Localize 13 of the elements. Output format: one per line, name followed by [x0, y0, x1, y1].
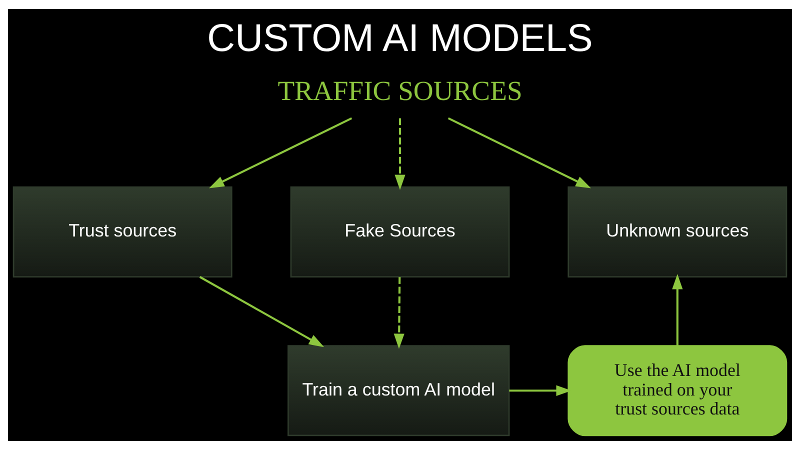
node-box: Fake Sources	[290, 186, 510, 277]
node-text: TRAFFIC SOURCES	[278, 74, 522, 106]
arrow	[199, 276, 324, 347]
arrow	[394, 118, 406, 190]
arrow	[672, 274, 683, 346]
arrow	[448, 116, 592, 188]
arrow	[208, 116, 352, 188]
node-box: Trust sources	[12, 186, 232, 277]
node-box: Use the AI model trained on your trust sources data	[568, 344, 788, 436]
node-box: Train a custom AI model	[288, 344, 510, 436]
arrow	[394, 276, 404, 348]
diagram-title: CUSTOM AI MODELS	[207, 16, 593, 60]
node-box: Unknown sources	[568, 186, 788, 277]
